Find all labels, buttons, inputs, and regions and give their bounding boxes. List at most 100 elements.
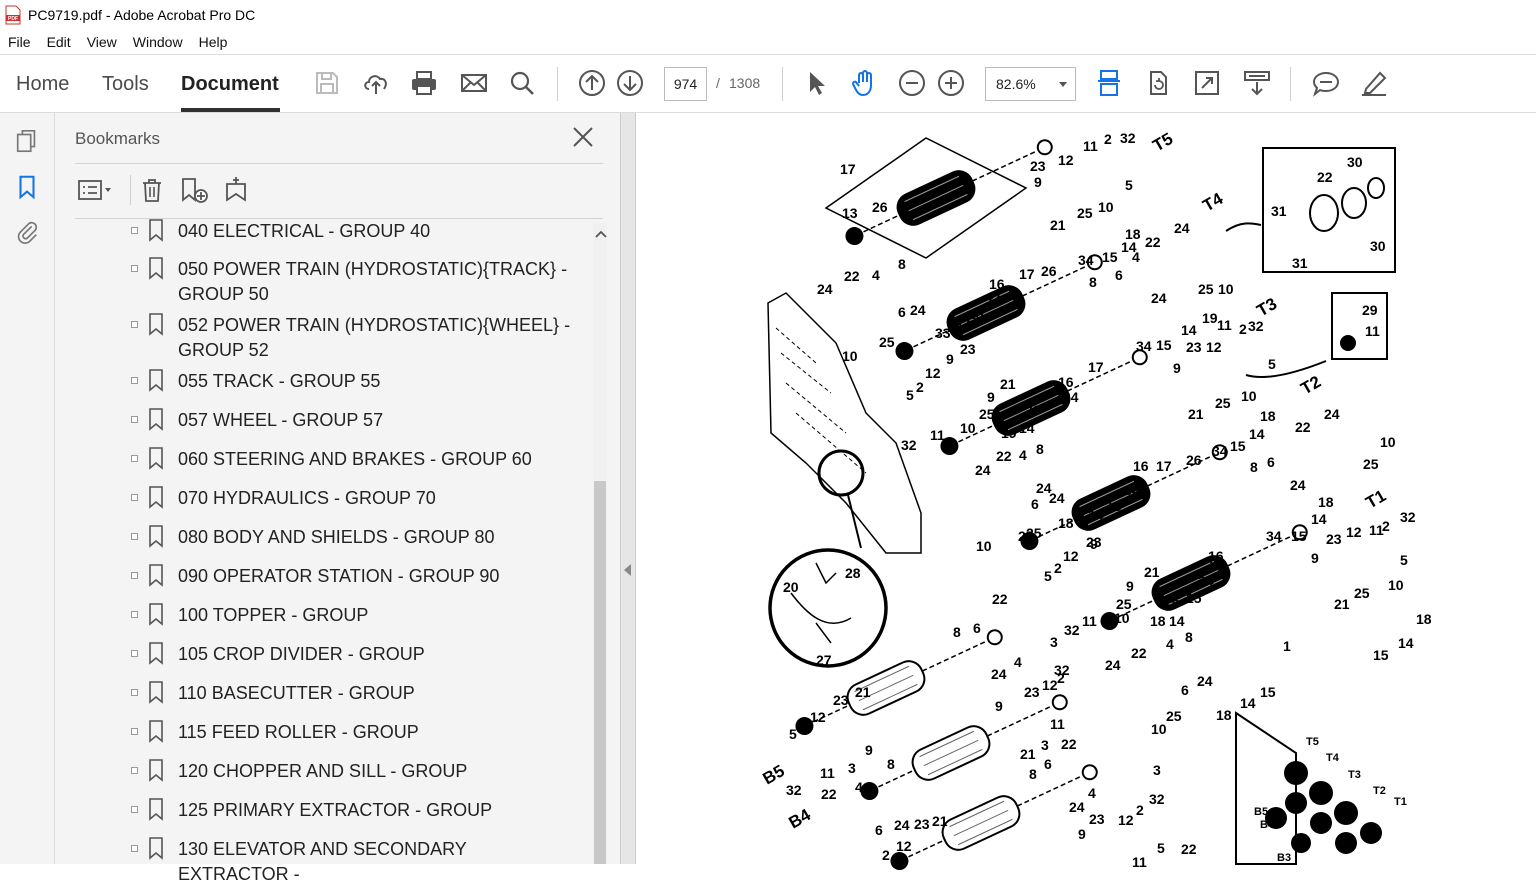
roller-label: T2 [1298, 372, 1325, 398]
part-callout: 13 [842, 205, 858, 221]
menu-file[interactable]: File [8, 34, 31, 50]
print-icon[interactable] [408, 67, 440, 99]
part-callout: 11 [1050, 716, 1065, 732]
bookmark-label: 070 HYDRAULICS - GROUP 70 [178, 488, 436, 508]
part-callout: 24 [975, 462, 991, 478]
part-callout: 8 [1029, 766, 1037, 782]
part-callout: 25 [1077, 205, 1093, 221]
part-callout: 14 [1181, 322, 1197, 338]
expand-toggle[interactable] [131, 806, 138, 813]
highlight-pen-icon[interactable] [1358, 67, 1390, 99]
menu-view[interactable]: View [86, 34, 117, 50]
trash-icon[interactable] [138, 175, 166, 205]
menu-help[interactable]: Help [198, 34, 228, 50]
part-callout: 18 [1216, 707, 1232, 723]
expand-toggle[interactable] [131, 845, 138, 852]
expand-toggle[interactable] [131, 377, 138, 384]
part-callout: 33 [935, 325, 951, 341]
part-callout: 14 [956, 317, 972, 333]
save-icon[interactable] [311, 67, 343, 99]
bookmark-icon[interactable] [13, 173, 41, 201]
title-bar: PDF PC9719.pdf - Adobe Acrobat Pro DC [0, 0, 1536, 30]
expand-toggle[interactable] [131, 265, 138, 272]
chevron-up-icon[interactable] [595, 229, 607, 239]
menu-edit[interactable]: Edit [46, 34, 71, 50]
part-callout: 17 [1088, 359, 1104, 375]
expand-toggle[interactable] [131, 611, 138, 618]
panel-splitter[interactable] [620, 113, 636, 864]
part-callout: 6 [898, 304, 906, 320]
expand-toggle[interactable] [131, 416, 138, 423]
part-callout: 8 [1185, 629, 1193, 645]
roller-drum [795, 629, 1003, 736]
part-callout: 34 [1266, 528, 1282, 544]
zoom-in-icon[interactable] [935, 67, 967, 99]
expand-toggle[interactable] [131, 533, 138, 540]
part-callout: 23 [1326, 531, 1342, 547]
part-callout: 6 [1115, 267, 1123, 283]
hand-icon[interactable] [848, 67, 880, 99]
expand-toggle[interactable] [131, 650, 138, 657]
part-callout: 21 [932, 813, 948, 829]
pointer-icon[interactable] [800, 67, 832, 99]
part-callout: 24 [894, 817, 910, 833]
part-callout: 16 [1133, 458, 1149, 474]
bookmark-label: 130 ELEVATOR AND SECONDARY EXTRACTOR - [178, 839, 467, 884]
tab-home[interactable]: Home [16, 73, 70, 95]
part-callout: 25 [1166, 708, 1182, 724]
new-bookmark-icon[interactable] [178, 175, 210, 205]
tab-tools[interactable]: Tools [102, 73, 149, 95]
part-callout: 9 [995, 698, 1003, 714]
part-callout: 20 [783, 579, 799, 595]
roller-drum [895, 254, 1103, 361]
page-number-input[interactable]: 974 [664, 67, 707, 101]
expand-toggle[interactable] [131, 494, 138, 501]
rotate-view-icon[interactable] [1142, 67, 1174, 99]
part-callout: 12 [896, 838, 912, 854]
attachment-icon[interactable] [13, 217, 41, 245]
read-mode-icon[interactable] [1241, 67, 1273, 99]
expand-toggle[interactable] [131, 689, 138, 696]
cloud-upload-icon[interactable] [360, 67, 392, 99]
part-callout: 12 [1206, 339, 1222, 355]
expand-toggle[interactable] [131, 227, 138, 234]
bookmark-label: 105 CROP DIVIDER - GROUP [178, 644, 425, 664]
mail-icon[interactable] [458, 67, 490, 99]
close-icon[interactable] [571, 125, 595, 149]
expand-toggle[interactable] [131, 728, 138, 735]
part-callout: 15 [1373, 647, 1389, 663]
expand-toggle[interactable] [131, 767, 138, 774]
part-callout: 22 [1181, 841, 1197, 857]
full-screen-icon[interactable] [1191, 67, 1223, 99]
part-callout: 18 [1058, 515, 1074, 531]
part-callout: 3 [1050, 634, 1058, 650]
page-thumbnails-icon[interactable] [13, 127, 41, 155]
comment-icon[interactable] [1310, 67, 1342, 99]
arrow-down-circle-icon[interactable] [614, 67, 646, 99]
part-callout: 17 [1156, 458, 1172, 474]
expand-toggle[interactable] [131, 455, 138, 462]
part-callout: 22 [821, 786, 837, 802]
scrollbar-thumb[interactable] [594, 481, 606, 864]
tab-document[interactable]: Document [181, 73, 279, 95]
arrow-up-circle-icon[interactable] [576, 67, 608, 99]
options-menu-icon[interactable] [77, 175, 115, 205]
menu-window[interactable]: Window [132, 34, 183, 50]
part-callout: 19 [1001, 425, 1017, 441]
part-callout: 2 [1239, 321, 1247, 337]
part-callout: 24 [1049, 490, 1065, 506]
part-callout: 22 [1061, 736, 1077, 752]
bookmark-label: 040 ELECTRICAL - GROUP 40 [178, 221, 431, 241]
bookmark-from-structure-icon[interactable] [220, 175, 252, 205]
zoom-out-icon[interactable] [896, 67, 928, 99]
zoom-select[interactable]: 82.6% [985, 67, 1076, 101]
expand-toggle[interactable] [131, 572, 138, 579]
scrolling-mode-icon[interactable] [1093, 67, 1125, 99]
collapse-arrow-icon[interactable] [624, 564, 631, 576]
expand-toggle[interactable] [131, 321, 138, 328]
bookmark-icon [149, 257, 163, 280]
part-callout: 8 [1250, 459, 1258, 475]
search-icon[interactable] [506, 67, 538, 99]
